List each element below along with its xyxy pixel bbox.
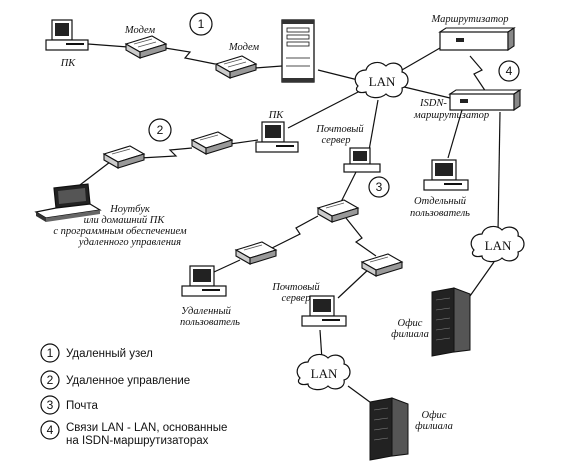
lan-cloud-right: LAN: [470, 225, 525, 263]
modem-6-icon: [234, 241, 278, 265]
link-lan-mail1: [367, 99, 379, 157]
label-standalone-line2: пользователь: [410, 208, 470, 219]
link-modem-notebook: [75, 161, 111, 189]
lan-cloud-top: LAN: [354, 61, 409, 99]
server-tower-icon: [281, 19, 315, 83]
lan-cloud-right-label: LAN: [485, 238, 512, 253]
label-mail-server-2-line2: сервер: [282, 293, 311, 304]
label-router: Маршрутизатор: [430, 14, 508, 25]
label-mail-server-1-line1: Почтовый: [315, 124, 364, 135]
label-modem-2: Модем: [228, 42, 260, 53]
label-branch-1-line2: филиала: [391, 329, 429, 340]
label-branch-2-line1: Офис: [422, 410, 447, 421]
link-isdn-lan-right: [497, 111, 501, 233]
lan-cloud-top-label: LAN: [369, 74, 396, 89]
link-modem-remote-user: [213, 259, 241, 273]
label-branch-2-line2: филиала: [415, 421, 453, 432]
link-lan-isdn: [399, 85, 451, 99]
label-pc-top: ПК: [60, 58, 77, 69]
lan-cloud-bottom: LAN: [296, 353, 351, 391]
circle-number-2: 2: [148, 118, 172, 142]
link-modem-modem-zigzag: [164, 47, 216, 65]
circle-number-4: 4: [498, 60, 520, 82]
link-mail-zigzag-left: [267, 215, 319, 251]
modem-1-icon: [124, 35, 168, 59]
label-mail-server-2-line1: Почтовый: [271, 282, 320, 293]
link-pcmid-modem: [229, 139, 259, 145]
legend-item-3-number: 3: [47, 398, 54, 412]
legend-item-4-text-line2: на ISDN-маршрутизаторах: [66, 435, 209, 447]
lan-cloud-bottom-label: LAN: [311, 366, 338, 381]
label-modem-1: Модем: [124, 25, 156, 36]
label-notebook-line2: или домашний ПК: [84, 215, 166, 226]
pc-mid-icon: [255, 121, 299, 153]
circle-number-4-text: 4: [506, 64, 513, 78]
legend-item-2-text: Удаленное управление: [66, 375, 190, 387]
modem-7-icon: [360, 253, 404, 277]
label-remote-user-line2: пользователь: [180, 317, 240, 328]
router-icon: [438, 26, 516, 52]
isdn-router-icon: [448, 88, 522, 112]
circle-number-1-text: 1: [198, 17, 205, 31]
circle-number-3: 3: [368, 176, 390, 198]
modem-2-icon: [214, 55, 258, 79]
modem-3-icon: [190, 131, 234, 155]
legend-item-1-number: 1: [47, 346, 54, 360]
branch-office-1-building-icon: [431, 287, 471, 357]
mail-server-2-icon: [301, 295, 347, 327]
link-isdn-user: [447, 109, 463, 159]
label-isdn-line1: ISDN-: [419, 98, 447, 109]
link-mail-zigzag-right: [345, 217, 377, 257]
mail-server-1-icon: [343, 147, 381, 173]
legend-item-3: 3 Почта: [40, 395, 99, 415]
link-remote-zigzag: [139, 147, 193, 159]
notebook-icon: [34, 183, 102, 222]
link-lan-pcmid: [287, 89, 363, 129]
standalone-pc-icon: [423, 159, 469, 191]
label-notebook-line3: с программным обеспечением: [53, 226, 187, 237]
link-server-lan: [317, 69, 359, 81]
pc-top-icon: [45, 19, 89, 51]
legend-item-4-number: 4: [47, 423, 54, 437]
label-isdn-line2: маршрутизатор: [413, 110, 489, 121]
legend-item-3-text: Почта: [66, 400, 99, 412]
label-pc-mid: ПК: [268, 110, 285, 121]
circle-number-3-text: 3: [376, 180, 383, 194]
modem-5-icon: [316, 199, 360, 223]
legend-item-1-text: Удаленный узел: [66, 348, 153, 360]
label-standalone-line1: Отдельный: [414, 196, 467, 207]
link-modem-mail2: [337, 267, 371, 299]
label-mail-server-1-line2: сервер: [322, 135, 351, 146]
label-remote-user-line1: Удаленный: [181, 306, 232, 317]
circle-number-1: 1: [189, 12, 213, 36]
device-labels: ПК Модем Модем Маршрутизатор ISDN- маршр…: [53, 14, 508, 432]
link-modem-server: [254, 65, 283, 69]
legend: 1 Удаленный узел 2 Удаленное управление …: [40, 343, 227, 447]
legend-item-4-text-line1: Связи LAN - LAN, основанные: [66, 422, 227, 434]
remote-user-pc-icon: [181, 265, 227, 297]
legend-item-1: 1 Удаленный узел: [40, 343, 153, 363]
link-lan-branch1: [469, 261, 495, 297]
label-notebook-line4: удаленного управления: [78, 237, 181, 248]
legend-item-2-number: 2: [47, 373, 54, 387]
link-router-isdn-zigzag: [469, 55, 487, 93]
label-notebook-line1: Ноутбук: [109, 204, 150, 215]
circle-number-2-text: 2: [157, 123, 164, 137]
legend-item-4: 4 Связи LAN - LAN, основанные на ISDN-ма…: [40, 420, 227, 447]
link-pc-modem: [87, 43, 129, 48]
branch-office-2-building-icon: [369, 397, 409, 461]
modem-4-icon: [102, 145, 146, 169]
legend-item-2: 2 Удаленное управление: [40, 370, 190, 390]
label-branch-1-line1: Офис: [398, 318, 423, 329]
